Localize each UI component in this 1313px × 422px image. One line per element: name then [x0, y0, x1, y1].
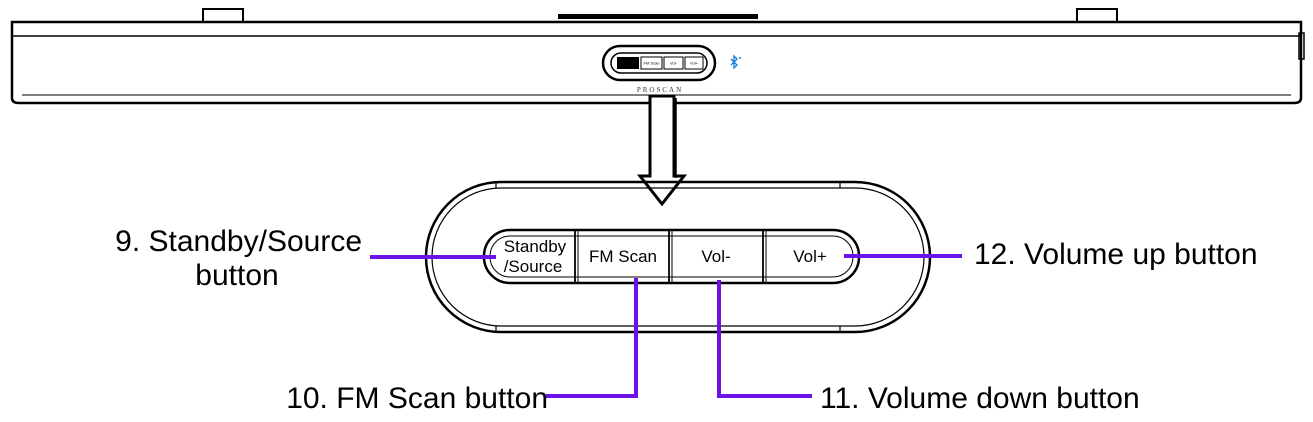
mini-vol-down-label: Vol-: [670, 61, 678, 66]
callout-volume-down: 11. Volume down button: [820, 382, 1140, 415]
mini-vol-up-button: [684, 56, 704, 70]
standby-source-label-line1: Standby: [504, 237, 567, 256]
mount-tab-right: [1076, 8, 1118, 21]
mini-vol-up-label: Vol+: [690, 61, 699, 66]
vol-down-button-label: Vol-: [701, 247, 730, 266]
top-ridge: [558, 14, 758, 19]
mount-tab-left: [202, 8, 244, 21]
leader-lines: [370, 254, 962, 398]
callout-fm-scan: 10. FM Scan button: [286, 382, 548, 415]
leader-volume-down: [717, 280, 812, 398]
mini-control-panel: FM Scan Vol- Vol+: [601, 44, 717, 82]
mini-standby-button: [617, 57, 639, 69]
standby-source-label-line2: /Source: [504, 257, 563, 276]
brand-logo: PROSCAN: [637, 86, 683, 94]
zoom-arrow: [636, 94, 688, 207]
button-dividers: [574, 230, 767, 283]
fm-scan-button-label: FM Scan: [589, 247, 657, 266]
mini-vol-down-button: [663, 56, 684, 70]
callout-volume-up: 12. Volume up button: [974, 238, 1258, 271]
vol-up-button-label: Vol+: [793, 247, 827, 266]
side-notch: [1298, 32, 1305, 60]
mini-fm-scan-button: [640, 56, 663, 70]
callout-standby-line2: button: [195, 259, 278, 292]
bluetooth-icon: [730, 54, 741, 70]
mini-fm-scan-label: FM Scan: [643, 61, 659, 66]
enclosure-outline: [10, 20, 1303, 105]
callout-standby-line1: 9. Standby/Source: [115, 225, 362, 258]
leader-fm-scan: [546, 278, 638, 398]
standby-source-button: Standby /Source: [504, 237, 567, 276]
